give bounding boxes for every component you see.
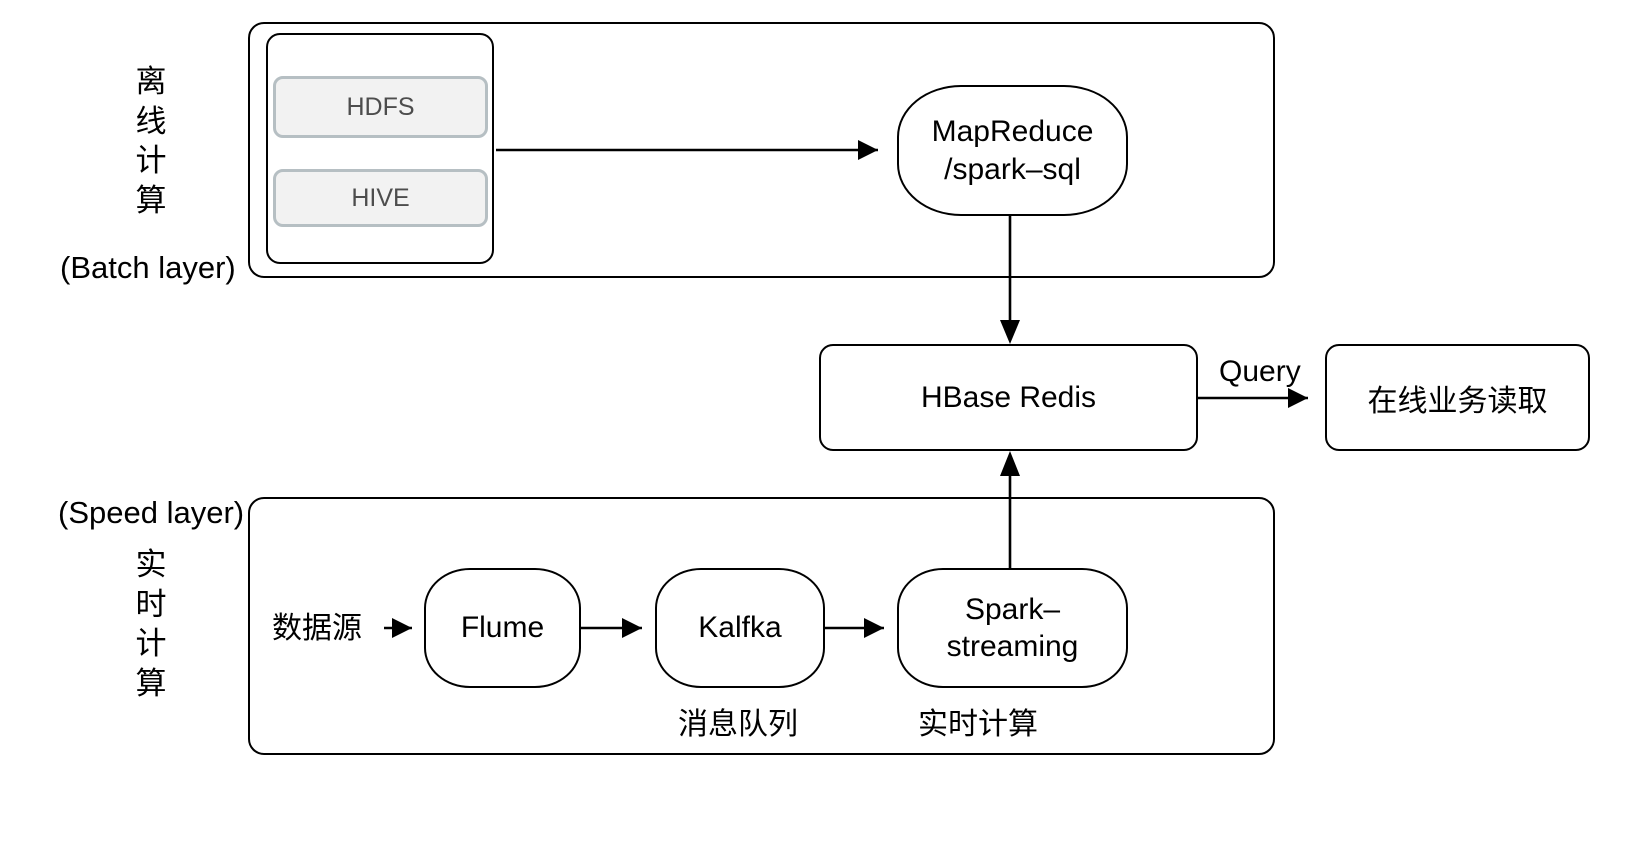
batch-layer-char-3: 算 [135,183,167,219]
hdfs-box[interactable]: HDFS [273,76,488,138]
hbase-redis-node[interactable]: HBase Redis [819,344,1198,451]
speed-layer-char-0: 实 [135,547,167,582]
batch-layer-char-0: 离 [135,64,167,99]
speed-layer-char-2: 计 [135,626,167,662]
hive-box[interactable]: HIVE [273,169,488,227]
data-source-label: 数据源 [272,612,362,645]
online-consumer-node[interactable]: 在线业务读取 [1325,344,1590,451]
kalfka-label: Kalfka [698,611,782,644]
kalfka-caption: 消息队列 [678,708,798,741]
batch-layer-char-1: 线 [135,103,167,139]
mapreduce-line-1: MapReduce [931,115,1094,149]
mapreduce-spark-sql-node[interactable]: MapReduce /spark–sql [897,85,1128,216]
spark-streaming-node[interactable]: Spark– streaming [897,568,1128,688]
batch-layer-side-label: 离 线 计 算 [108,62,194,221]
hbase-redis-label: HBase Redis [920,380,1097,414]
speed-layer-char-3: 算 [135,666,167,702]
batch-layer-char-2: 计 [135,143,167,179]
flume-node[interactable]: Flume [424,568,581,688]
spark-streaming-line-2: streaming [946,630,1079,663]
online-consumer-label: 在线业务读取 [1367,384,1548,418]
batch-storage-container [266,33,494,264]
mapreduce-line-2: /spark–sql [944,152,1081,186]
flume-label: Flume [460,611,545,644]
hdfs-label: HDFS [346,92,415,121]
speed-layer-en-label: (Speed layer) [58,495,245,530]
query-edge-label: Query [1219,355,1301,388]
spark-streaming-line-1: Spark– [964,592,1061,626]
speed-layer-side-label: 实 时 计 算 [108,545,194,704]
kalfka-node[interactable]: Kalfka [655,568,825,688]
hive-label: HIVE [351,183,410,212]
batch-layer-en-label: (Batch layer) [60,250,236,285]
speed-layer-char-1: 时 [135,586,167,622]
spark-streaming-caption: 实时计算 [918,708,1038,741]
edge-hbase-to-consumer [1198,388,1308,408]
